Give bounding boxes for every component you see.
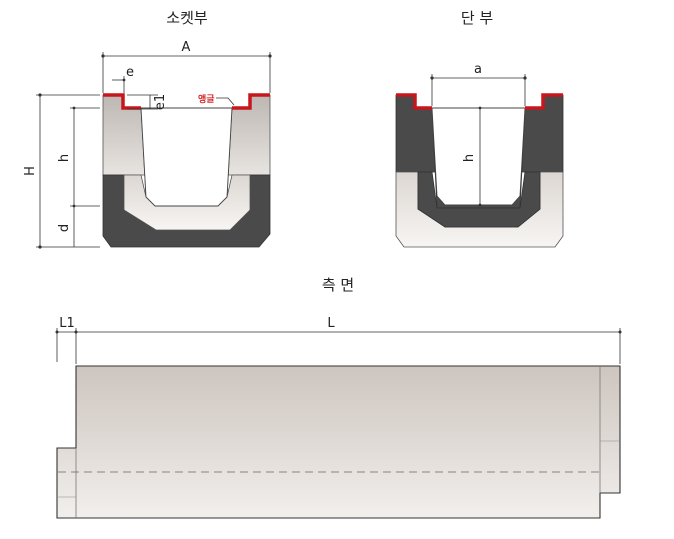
socket-end-section: 앵글 A e e1 H h d — [23, 40, 272, 249]
dim-label-e: e — [126, 65, 134, 80]
dim-label-A: A — [182, 40, 191, 55]
socket-angle-left — [103, 93, 141, 110]
dim-label-e1: e1 — [153, 94, 168, 110]
plain-angle-left — [396, 93, 432, 110]
socket-angle-right — [232, 93, 270, 110]
socket-end-title: 소켓부 — [166, 9, 208, 27]
plain-dark-channel — [417, 171, 541, 228]
side-view: L1 L — [55, 316, 622, 519]
dim-label-L: L — [327, 316, 335, 331]
angle-note: 앵글 — [198, 94, 215, 105]
plain-end-section: a h — [395, 62, 564, 248]
dim-label-d: d — [57, 224, 72, 232]
socket-channel-inner — [140, 107, 233, 207]
dim-label-h-socket: h — [57, 154, 72, 162]
side-view-title: 측 면 — [322, 276, 354, 294]
plain-angle-right — [525, 93, 563, 110]
plain-channel-inner — [431, 107, 526, 206]
dim-label-a: a — [474, 62, 482, 77]
dim-label-h-plain: h — [462, 154, 477, 162]
plain-end-title: 단 부 — [461, 9, 494, 27]
side-body — [56, 365, 621, 519]
dim-label-L1: L1 — [59, 316, 75, 331]
dim-label-H: H — [23, 166, 38, 176]
